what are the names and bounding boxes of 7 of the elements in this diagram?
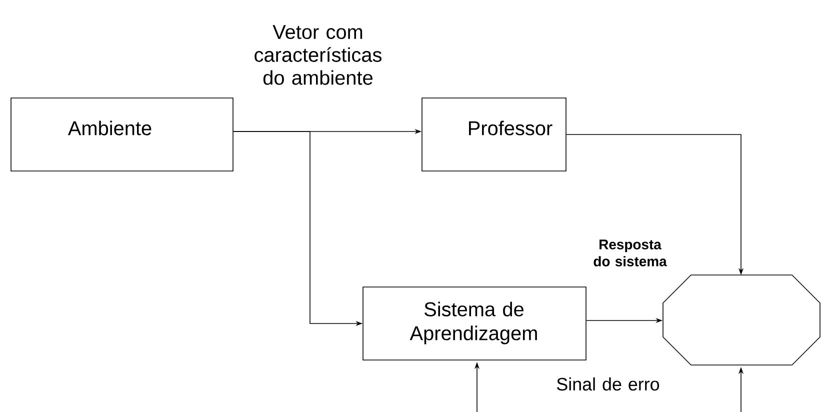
process-box: Professor <box>422 98 566 172</box>
edge-label: Vetor com características do ambiente <box>254 25 382 85</box>
process-box: Sistema de Aprendizagem <box>362 286 586 360</box>
octagon-shape <box>662 274 820 366</box>
text-label: Sinal de erro <box>556 377 660 391</box>
process-box: Ambiente <box>10 98 234 172</box>
text-label: Resposta do sistema <box>594 240 667 266</box>
